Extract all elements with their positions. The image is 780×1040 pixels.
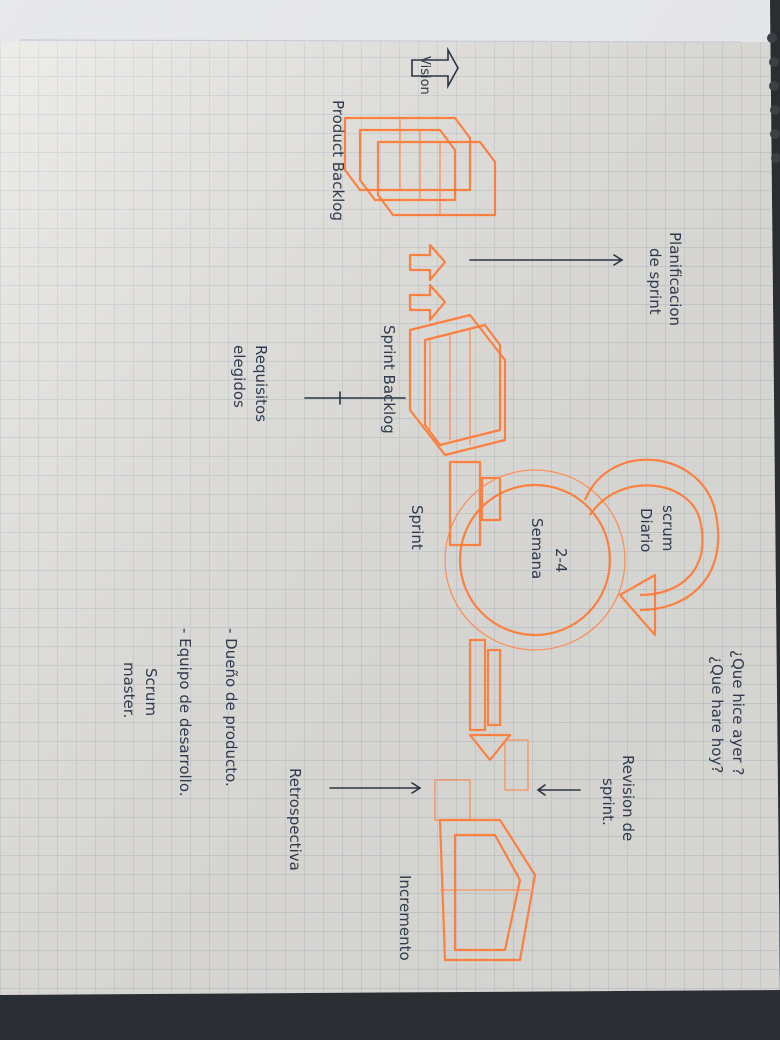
sprint-review-label-1: Revision de <box>619 755 637 841</box>
product-backlog-label: Product Backlog <box>329 100 347 221</box>
sprint-cycle-drawing <box>444 458 720 651</box>
notebook-page <box>0 0 780 995</box>
role-team-label: - Equipo de desarrollo. <box>176 628 194 797</box>
daily-scrum-label-1: scrum <box>659 505 677 551</box>
handwriting: Vision Product Backlog Planificacion de … <box>120 56 747 961</box>
sprint-length-label-2: Semana <box>528 518 546 579</box>
chosen-requirements-label-1: Requisitos <box>252 345 270 422</box>
role-master-label-1: Scrum <box>142 668 160 716</box>
chosen-requirements-label-2: elegidos <box>230 345 248 408</box>
sprint-planning-label-2: de sprint <box>646 248 664 315</box>
vision-arrow <box>411 46 459 90</box>
retrospective-label: Retrospectiva <box>286 768 304 871</box>
sprint-backlog-drawing <box>408 313 507 457</box>
spiral-holes <box>767 33 780 163</box>
questions-label-2: ¿Que hare hoy? <box>708 656 726 773</box>
daily-scrum-label-2: Diario <box>637 508 655 552</box>
table-background <box>0 990 780 1040</box>
sprint-review-label-2: sprint. <box>599 778 617 826</box>
sprint-planning-label-1: Planificacion <box>666 232 684 326</box>
annotation-lines <box>304 254 624 796</box>
sprint-label: Sprint <box>408 505 426 550</box>
sprint-backlog-label: Sprint Backlog <box>380 325 398 434</box>
product-backlog-drawing <box>343 116 497 217</box>
increment-drawing <box>438 818 537 962</box>
role-owner-label: - Dueño de producto. <box>222 628 240 787</box>
role-master-label-2: master. <box>120 662 138 718</box>
questions-label-1: ¿Que hice ayer ? <box>729 650 747 775</box>
sprint-length-label-1: 2-4 <box>552 548 570 573</box>
vision-label: Vision <box>417 56 432 95</box>
sprint-backlog-arrows <box>408 243 447 322</box>
increment-label: Incremento <box>396 875 414 961</box>
